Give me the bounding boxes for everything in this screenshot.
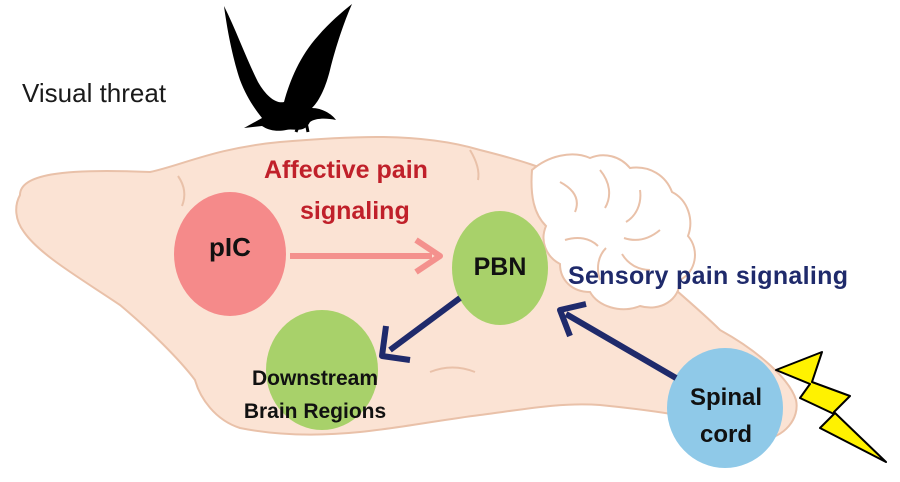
- spinal-cord-label-line1: Spinal: [689, 384, 762, 411]
- sensory-arrow-to-pbn: [557, 301, 678, 381]
- visual-threat-label: Visual threat: [22, 78, 167, 108]
- pbn-label: PBN: [473, 253, 527, 281]
- pbn-node: [452, 211, 548, 325]
- affective-pain-label-line1: Affective pain: [264, 156, 428, 184]
- bird-icon: [224, 4, 352, 133]
- pbn-to-downstream-arrow: [379, 295, 462, 363]
- sensory-pain-label: Sensory pain signaling: [568, 262, 849, 290]
- lightning-icon: [775, 351, 887, 463]
- affective-pain-label-line2: signaling: [300, 197, 410, 225]
- downstream-node: [266, 310, 378, 430]
- downstream-label-line2: Brain Regions: [243, 400, 387, 423]
- downstream-label-line1: Downstream: [251, 367, 379, 390]
- pic-label: pIC: [209, 232, 251, 262]
- pic-node: [174, 192, 286, 316]
- affective-arrow: [290, 237, 443, 275]
- spinal-cord-label-line2: cord: [699, 421, 752, 448]
- spinal-cord-node: [667, 348, 783, 468]
